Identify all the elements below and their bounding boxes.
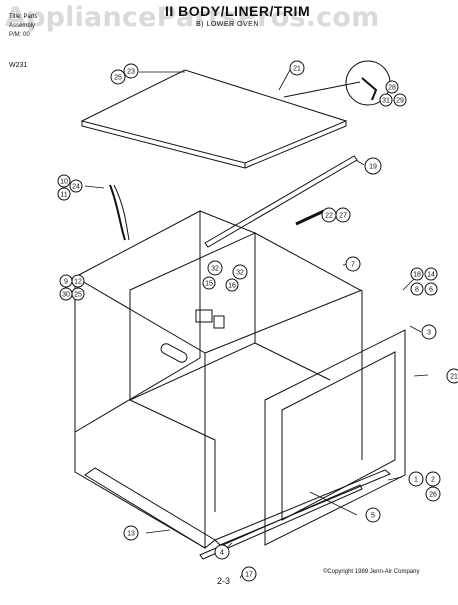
side-handle-slot <box>160 343 188 363</box>
callout-circle <box>424 267 438 281</box>
bracket-15 <box>195 309 213 323</box>
callout-circle <box>207 260 223 276</box>
callout-circle <box>379 93 393 107</box>
header-line-3: P/M: 00 <box>9 32 30 38</box>
callout-circle <box>425 486 441 502</box>
callout-circle <box>446 368 458 384</box>
callout-circle <box>424 282 438 296</box>
top-panel <box>80 69 348 164</box>
front-frame <box>264 329 406 546</box>
callout-number: 12 <box>74 279 82 286</box>
callout-number: 1 <box>414 477 418 484</box>
callout-number: 31 <box>382 98 390 105</box>
page-subtitle: B) LOWER OVEN <box>196 21 259 28</box>
callout-circle <box>385 80 399 94</box>
callout-number: 29 <box>396 98 404 105</box>
callout-circle <box>232 264 248 280</box>
callout-circle <box>410 267 424 281</box>
callout-number: 7 <box>351 262 355 269</box>
callout-number: 10 <box>60 179 68 186</box>
bottom-trim-left <box>84 467 216 549</box>
callout-circle <box>71 274 85 288</box>
trim-strip <box>204 155 358 248</box>
callout-number: 23 <box>127 69 135 76</box>
header-line-1: Title: Parts <box>9 14 38 20</box>
callout-circle <box>410 282 424 296</box>
copyright-notice: ©Copyright 1989 Jenn-Air Company <box>323 569 420 575</box>
callout-number: 13 <box>127 531 135 538</box>
callout-number: 32 <box>211 266 219 273</box>
callout-number: 3 <box>427 330 431 337</box>
callout-number: 27 <box>339 213 347 220</box>
callout-number: 11 <box>60 192 67 199</box>
callout-number: 25 <box>74 292 82 299</box>
callout-circle <box>408 471 424 487</box>
callout-number: 19 <box>369 164 377 171</box>
callout-circle <box>57 174 71 188</box>
callout-number: 17 <box>245 572 253 579</box>
callout-number: 16 <box>228 283 236 290</box>
clip-22 <box>295 209 325 226</box>
callout-number: 15 <box>205 281 213 288</box>
callout-circle <box>421 324 437 340</box>
toe-kick <box>199 484 363 560</box>
callout-number: 25 <box>114 75 122 82</box>
callout-circle <box>202 276 216 290</box>
callout-number: 26 <box>429 492 437 499</box>
callout-circle <box>123 525 139 541</box>
callout-circle <box>345 256 361 272</box>
callout-circle <box>335 207 351 223</box>
callout-number: 14 <box>427 272 435 279</box>
callout-number: 9 <box>64 279 68 286</box>
bottom-trim-front <box>214 469 391 546</box>
callout-number: 28 <box>388 85 396 92</box>
callout-circle <box>57 187 71 201</box>
callout-circle <box>110 69 126 85</box>
callout-number: 2 <box>431 477 435 484</box>
callout-number: 21 <box>293 66 301 73</box>
callout-circle <box>393 93 407 107</box>
back-panel <box>254 232 363 460</box>
wire-harness <box>109 184 126 241</box>
callout-circle <box>71 287 85 301</box>
callout-number: 4 <box>220 550 224 557</box>
callout-circle <box>225 278 239 292</box>
callout-circle <box>364 157 382 175</box>
left-panel-back <box>74 210 201 433</box>
model-number: W231 <box>9 62 28 69</box>
oven-cavity <box>129 232 256 401</box>
callout-circle <box>214 544 230 560</box>
callout-circle <box>425 471 441 487</box>
bracket-16 <box>213 315 225 329</box>
callout-number: 30 <box>62 292 70 299</box>
callout-number: 24 <box>72 184 80 191</box>
callout-circle <box>123 63 139 79</box>
page-title: II BODY/LINER/TRIM <box>165 3 311 19</box>
callout-circle <box>69 179 83 193</box>
callout-number: 18 <box>413 272 421 279</box>
callout-number: 6 <box>429 287 433 294</box>
callout-circle <box>289 60 305 76</box>
callout-circle <box>241 566 257 582</box>
callout-circle <box>365 507 381 523</box>
callout-number: 5 <box>371 513 375 520</box>
door-opening <box>281 351 396 521</box>
callout-number: 22 <box>325 213 333 220</box>
callout-number: 8 <box>415 287 419 294</box>
page-number: 2-3 <box>217 576 231 586</box>
callout-number: 21 <box>450 374 458 381</box>
top-panel-edge <box>81 121 246 169</box>
callout-number: 32 <box>236 270 244 277</box>
left-side-panel <box>74 276 206 549</box>
header-line-2: Assembly <box>9 23 36 29</box>
